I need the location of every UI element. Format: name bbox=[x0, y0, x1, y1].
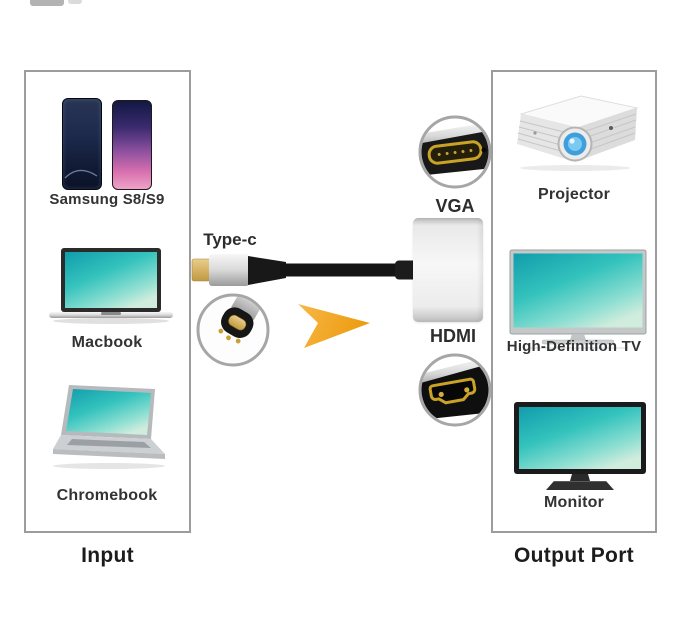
hdtv-label: High-Definition TV bbox=[506, 338, 642, 355]
adapter-body-illustration bbox=[413, 218, 483, 322]
monitor-label: Monitor bbox=[543, 494, 605, 511]
cropped-logo-artifact-2 bbox=[68, 0, 82, 4]
usb-c-plug-closeup-icon bbox=[196, 293, 270, 367]
samsung-s9-illustration bbox=[112, 100, 152, 190]
output-title: Output Port bbox=[514, 544, 634, 567]
vga-connector-closeup-icon bbox=[418, 115, 492, 189]
hdtv-illustration bbox=[509, 249, 647, 349]
macbook-illustration bbox=[49, 248, 173, 324]
macbook-label: Macbook bbox=[71, 334, 143, 351]
cropped-logo-artifact bbox=[30, 0, 64, 6]
right-arrow-icon bbox=[298, 304, 370, 348]
chromebook-label: Chromebook bbox=[56, 487, 158, 504]
input-title: Input bbox=[81, 544, 134, 567]
type-c-label: Type-c bbox=[203, 230, 257, 249]
phone-screen-glow bbox=[64, 169, 98, 179]
monitor-illustration bbox=[514, 402, 646, 490]
chromebook-illustration bbox=[53, 385, 165, 469]
input-box bbox=[24, 70, 191, 533]
vga-label: VGA bbox=[435, 196, 475, 216]
hdmi-label: HDMI bbox=[430, 326, 476, 346]
projector-label: Projector bbox=[537, 186, 611, 203]
samsung-label: Samsung S8/S9 bbox=[49, 191, 165, 208]
type-c-cable-illustration bbox=[191, 254, 421, 286]
projector-illustration bbox=[517, 95, 639, 171]
hdmi-connector-closeup-icon bbox=[418, 353, 492, 427]
output-box bbox=[491, 70, 657, 533]
